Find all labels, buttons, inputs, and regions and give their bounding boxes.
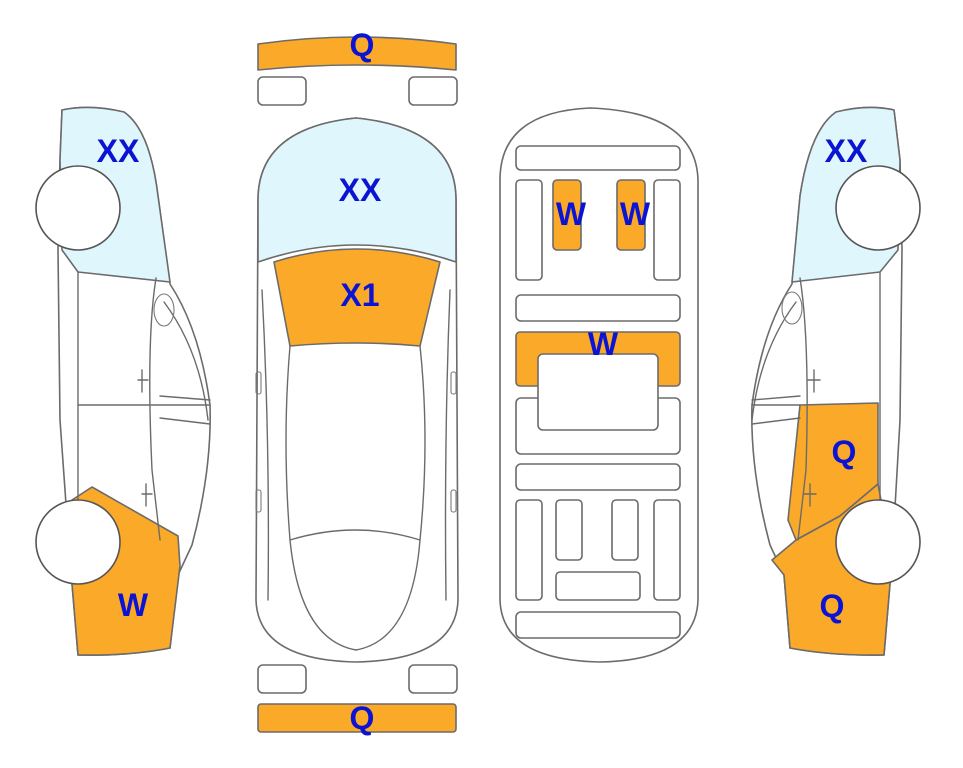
windshield-label: XX xyxy=(339,172,382,208)
floor-pan-right-label: W xyxy=(620,196,651,232)
right-front-wheel xyxy=(835,165,921,251)
right-door-label: Q xyxy=(832,434,857,470)
right-side-view: XX Q Q xyxy=(751,106,921,656)
rear-bumper-label: Q xyxy=(350,700,375,736)
left-rear-label: W xyxy=(118,587,149,623)
underbody-view: W W W xyxy=(499,107,699,663)
left-glass-label: XX xyxy=(97,133,140,169)
hood-damage-area[interactable] xyxy=(273,248,441,347)
left-side-view: XX W xyxy=(35,106,211,656)
floor-pan-left-label: W xyxy=(556,196,587,232)
front-bumper-label: Q xyxy=(350,27,375,63)
right-glass-label: XX xyxy=(825,133,868,169)
right-rear-label: Q xyxy=(820,588,845,624)
right-rear-wheel xyxy=(835,499,921,585)
rear-bumper-area[interactable] xyxy=(257,703,457,733)
floor-crossmember-label: W xyxy=(588,326,619,362)
floor-pan-left-area[interactable] xyxy=(552,179,582,251)
windshield-area[interactable] xyxy=(257,117,457,263)
front-bumper-area[interactable] xyxy=(257,36,457,71)
floor-pan-right-area[interactable] xyxy=(616,179,646,251)
top-view: Q XX X1 Q xyxy=(255,27,459,736)
left-front-wheel xyxy=(35,165,121,251)
hood-label: X1 xyxy=(340,277,379,313)
left-rear-wheel xyxy=(35,499,121,585)
